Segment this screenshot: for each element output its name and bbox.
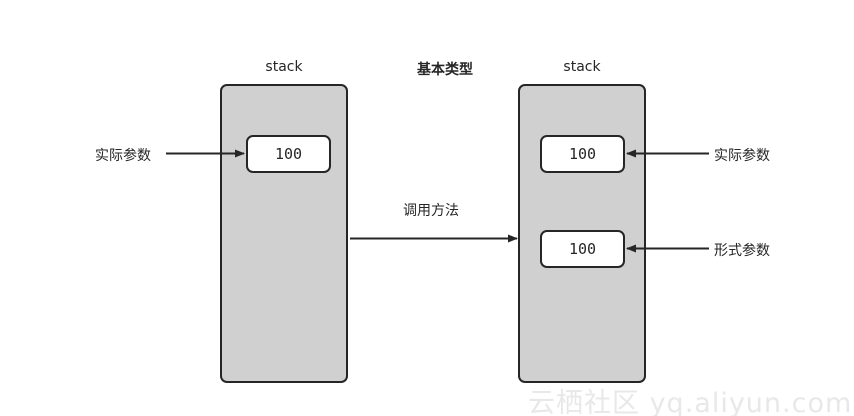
left-stack-container [220, 84, 348, 383]
call-method-label: 调用方法 [403, 203, 459, 219]
right-stack-cell-formal-parameter: 100 [540, 230, 625, 268]
right-formal-parameter-label: 形式参数 [714, 243, 770, 259]
watermark: 云栖社区 yq.aliyun.com [528, 388, 853, 416]
left-stack-caption: stack [265, 59, 303, 75]
diagram-title: 基本类型 [417, 62, 473, 78]
right-stack-cell-actual-parameter: 100 [540, 135, 625, 173]
right-stack-caption: stack [563, 59, 601, 75]
left-actual-parameter-label: 实际参数 [95, 148, 151, 164]
right-actual-parameter-label: 实际参数 [714, 148, 770, 164]
left-stack-cell-actual-parameter: 100 [246, 135, 331, 173]
